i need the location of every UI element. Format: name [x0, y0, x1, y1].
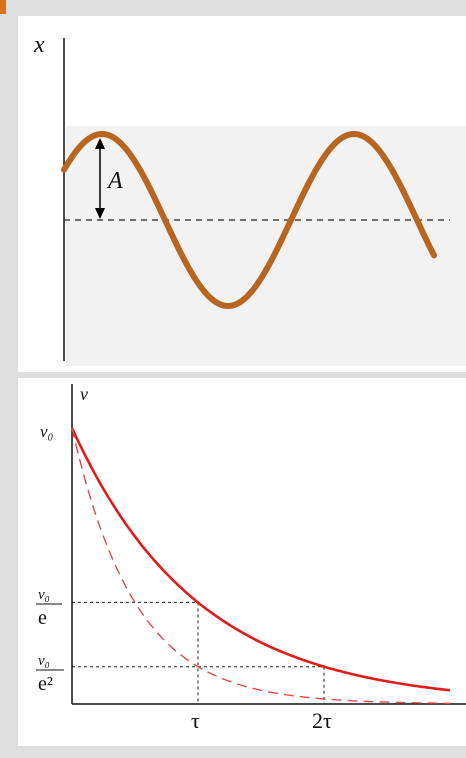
y-tick-v0: v₀: [40, 422, 54, 441]
y-tick-v0-over-e2-denominator: e²: [38, 673, 53, 695]
accent-bar: [0, 0, 6, 14]
y-tick-v0-over-e2-numerator: v₀: [38, 653, 50, 669]
y-tick-v0-over-e-numerator: v₀: [38, 587, 50, 603]
oscillation-diagram: x A: [33, 32, 466, 366]
x-tick-2tau: 2τ: [312, 708, 332, 733]
shaded-background: [66, 126, 466, 366]
oscillation-curve: [61, 130, 437, 310]
amplitude-label: A: [106, 168, 123, 194]
x-tick-tau: τ: [191, 708, 200, 733]
oscillation-panel: x A: [18, 16, 466, 372]
decay-curve-dashed: [71, 427, 450, 704]
amplitude-arrow-up-head: [95, 138, 105, 149]
decay-curve-solid: [70, 427, 451, 692]
decay-panel: v v₀ v₀ e v₀ e² τ 2τ: [18, 378, 466, 746]
decay-chart: v v₀ v₀ e v₀ e² τ 2τ: [36, 384, 466, 733]
y-tick-v0-over-e-denominator: e: [38, 607, 47, 629]
v-axis-label: v: [80, 384, 88, 404]
amplitude-arrow-down-head: [95, 208, 105, 219]
x-axis-label: x: [33, 32, 45, 58]
